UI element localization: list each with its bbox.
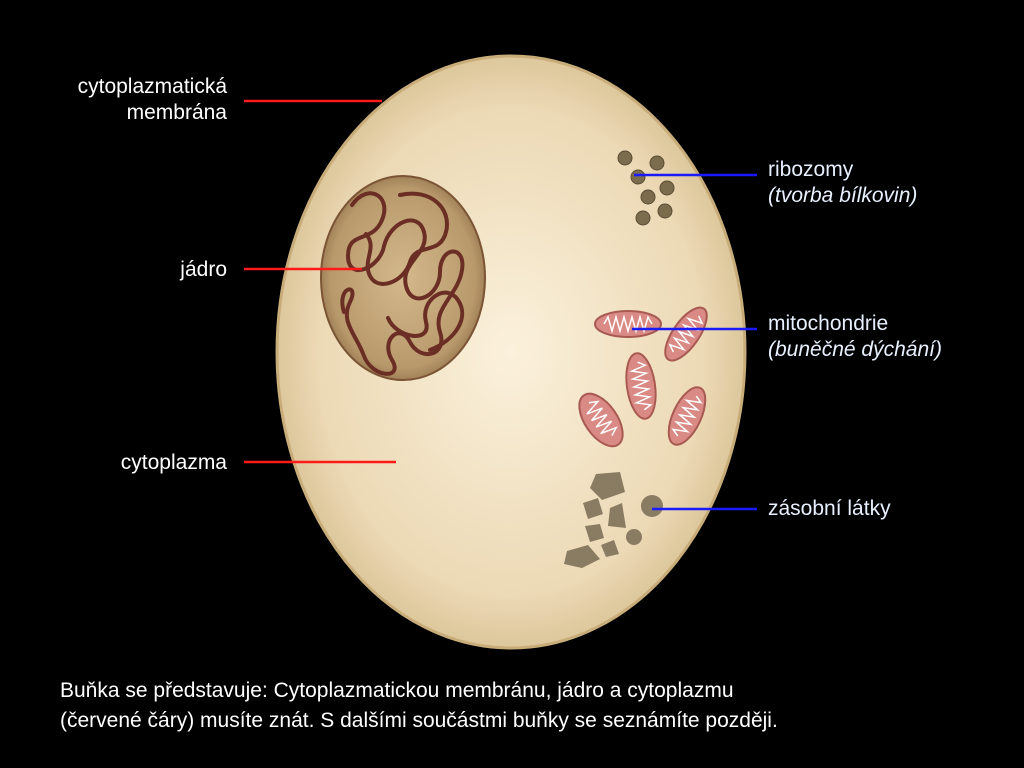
storage-granule [564, 545, 600, 568]
mitochondria [578, 306, 708, 448]
label-ribosomes: ribozomy (tvorba bílkovin) [768, 157, 917, 209]
label-ribosomes-name: ribozomy [768, 158, 854, 181]
mitochondrion [625, 352, 657, 420]
storage-granule [608, 503, 626, 528]
storage-substances [564, 472, 663, 568]
chromatin-2 [364, 191, 449, 286]
ribosome [617, 150, 633, 166]
mitochondrion [594, 310, 662, 338]
storage-granule [601, 540, 619, 557]
storage-granule [641, 495, 663, 517]
caption-line1: Buňka se představuje: Cytoplazmatickou m… [60, 679, 734, 702]
ribosome [635, 210, 651, 226]
nucleus [320, 175, 486, 381]
storage-granule [585, 524, 604, 542]
caption: Buňka se představuje: Cytoplazmatickou m… [60, 676, 960, 736]
label-cytoplasm: cytoplazma [120, 451, 227, 474]
storage-granule [626, 529, 642, 545]
label-nucleus: jádro [180, 258, 227, 281]
label-membrane-line1: cytoplazmatická [77, 75, 227, 98]
mitochondrion [667, 386, 707, 446]
ribosome [630, 169, 646, 185]
mitochondrion [578, 392, 624, 448]
mitochondrion [664, 306, 708, 362]
label-mitochondria-note: (buněčné dýchání) [768, 338, 942, 361]
ribosome [649, 155, 665, 171]
ribosomes [617, 150, 675, 226]
storage-granule [590, 472, 625, 500]
label-storage: zásobní látky [768, 497, 891, 520]
label-ribosomes-note: (tvorba bílkovin) [768, 184, 918, 207]
ribosome [640, 189, 656, 205]
label-membrane-line2: membrána [126, 101, 227, 124]
label-mitochondria: mitochondrie (buněčné dýchání) [768, 311, 942, 363]
caption-line2: (červené čáry) musíte znát. S dalšími so… [60, 709, 778, 732]
label-mitochondria-name: mitochondrie [768, 312, 889, 335]
ribosome [657, 203, 673, 219]
chromatin [340, 191, 465, 376]
ribosome [659, 180, 675, 196]
storage-granule [583, 498, 603, 519]
label-membrane: cytoplazmatická membrána [78, 74, 227, 126]
chromatin-3 [386, 290, 465, 352]
